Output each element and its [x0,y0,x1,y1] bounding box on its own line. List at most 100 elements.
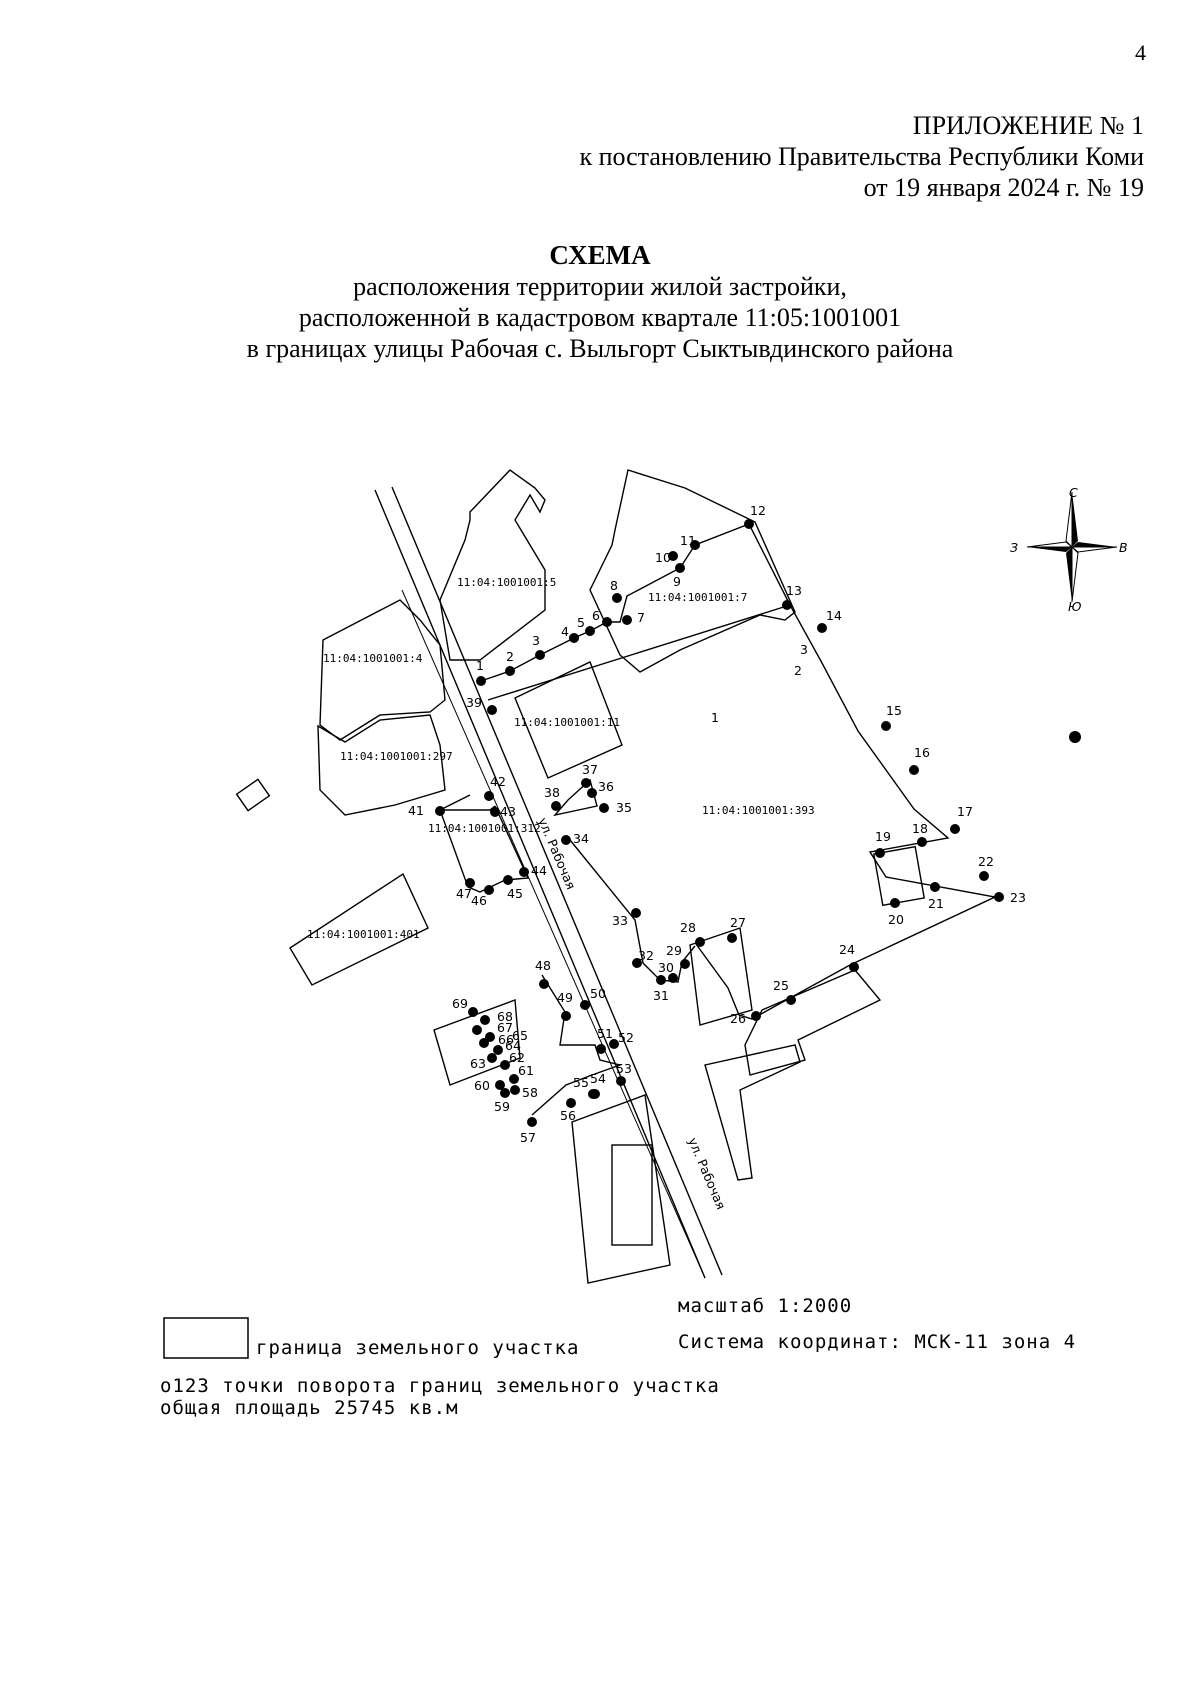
point-53-marker [616,1076,626,1086]
point-label: 29 [666,943,682,958]
total-area-label: общая площадь 25745 кв.м [160,1397,459,1419]
point-26-marker [751,1011,761,1021]
point-label: 67 [497,1020,513,1035]
parcel-28-outline [689,927,753,1026]
point-12-marker [744,519,754,529]
point-13-marker [782,600,792,610]
legend-boundary-label: граница земельного участка [256,1337,579,1359]
parcel-7-outline [589,469,796,673]
point-44-marker [519,867,529,877]
point-label: 15 [886,703,902,718]
point-label: 3 [532,633,540,648]
appendix-header: ПРИЛОЖЕНИЕ № 1 к постановлению Правитель… [579,110,1144,203]
point-label: 35 [616,800,632,815]
point-label: 13 [786,583,802,598]
parcel-4-outline [319,599,446,741]
parcel-297-outline [317,714,446,816]
point-label: 56 [560,1108,576,1123]
point-label: 63 [470,1056,486,1071]
point-label: 47 [456,886,472,901]
building-outline [235,778,271,812]
point-39-marker [487,705,497,715]
point-label: 43 [500,804,516,819]
compass-south-arrow-outline [1071,545,1079,603]
point-11-marker [690,540,700,550]
point-68-marker [480,1015,490,1025]
point-label: 12 [750,503,766,518]
point-label: 38 [544,785,560,800]
point-label: 68 [497,1009,513,1024]
point-label: 24 [839,942,855,957]
point-51-marker [596,1044,606,1054]
point-label: 50 [590,986,606,1001]
boundary-point-labels: 1 2 3 4 5 6 7 8 9 10 11 12 13 14 15 16 1… [408,503,1026,1145]
point-45-marker [503,875,513,885]
parcel-401-outline [289,872,429,986]
point-label: 17 [957,804,973,819]
legend-points-label: о123 точки поворота границ земельного уч… [160,1375,720,1397]
point-label: 4 [561,624,569,639]
compass-label-south: Ю [1068,599,1082,614]
point-label: 46 [471,893,487,908]
parcel-label: 11:04:1001001:312 [428,822,541,835]
isolated-point-marker [1069,731,1081,743]
parcel-label: 11:04:1001001:4 [323,652,423,665]
parcel-label: 11:04:1001001:401 [307,928,420,941]
title-line-3: в границах улицы Рабочая с. Выльгорт Сык… [246,334,954,363]
point-32-marker [632,958,642,968]
point-1-marker [476,676,486,686]
compass-label-west: З [1010,540,1018,555]
compass-east-arrow [1072,542,1117,547]
point-62-marker [500,1060,510,1070]
segment-labels: 1 2 3 [711,642,808,725]
point-18-marker [917,837,927,847]
appendix-decree: к постановлению Правительства Республики… [579,142,1144,171]
parcel-school-outline [571,1094,671,1284]
point-label: 23 [1010,890,1026,905]
point-label: 39 [466,695,482,710]
point-23-marker [994,892,1004,902]
point-33-marker [631,908,641,918]
point-63-marker [487,1053,497,1063]
point-21-marker [930,882,940,892]
point-label: 18 [912,821,928,836]
point-label: 25 [773,978,789,993]
point-60-marker [495,1080,505,1090]
point-17-marker [950,824,960,834]
point-label: 58 [522,1085,538,1100]
point-48-marker [539,979,549,989]
point-label: 55 [573,1075,589,1090]
point-label: 42 [490,774,506,789]
point-label: 32 [638,948,654,963]
point-label: 20 [888,912,904,927]
point-37-marker [581,778,591,788]
point-label: 21 [928,896,944,911]
point-42-marker [484,791,494,801]
point-55-marker [588,1089,598,1099]
boundary-48-57 [531,974,623,1116]
compass-label-north: С [1069,485,1078,500]
point-7-marker [622,615,632,625]
parcel-label: 11:04:1001001:5 [457,576,556,589]
point-label: 64 [505,1038,521,1053]
school-building-outline [611,1144,653,1246]
point-16-marker [909,765,919,775]
point-label: 51 [597,1026,613,1041]
point-22-marker [979,871,989,881]
boundary-point-markers [435,519,1081,1127]
point-label: 66 [498,1032,514,1047]
point-5-marker [585,626,595,636]
point-label: 45 [507,886,523,901]
point-label: 65 [512,1028,528,1043]
point-label: 30 [658,960,674,975]
point-59-marker [500,1088,510,1098]
parcel-label: 11:04:1001001:11 [514,716,620,729]
point-label: 62 [509,1050,525,1065]
point-4-marker [569,633,579,643]
road-edge-right [391,486,723,1276]
page-number: 4 [1135,40,1146,65]
point-41-marker [435,806,445,816]
segment-label-1: 1 [711,710,719,725]
parcel-south-west-outline [433,999,521,1086]
